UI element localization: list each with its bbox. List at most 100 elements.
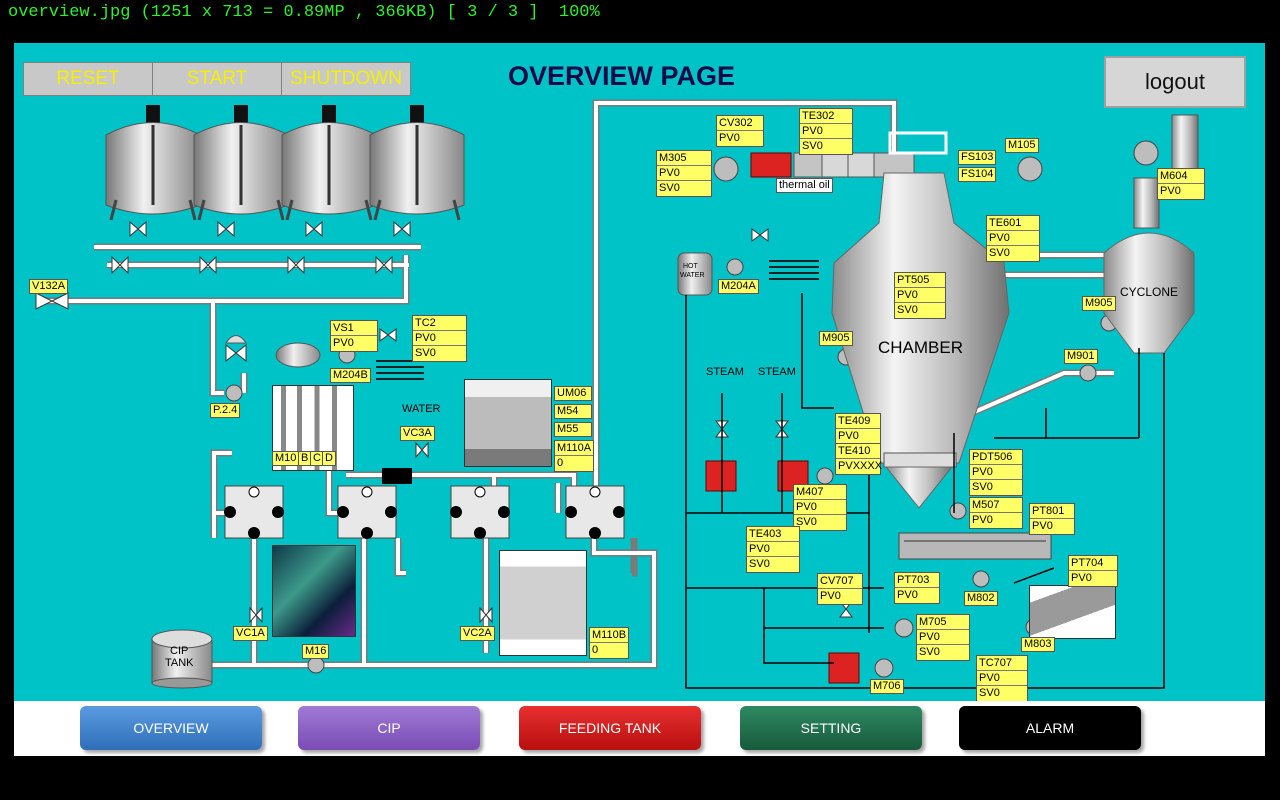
d-label: D <box>322 451 336 466</box>
m905-chamber-label: M905 <box>819 331 853 346</box>
m110b-box: M110B 0 <box>589 627 629 659</box>
pdt506-sv-label: SV <box>972 481 987 493</box>
te601-title: TE601 <box>987 216 1039 231</box>
m705-box: M705 PV0 SV0 <box>916 614 970 661</box>
vc2a-label: VC2A <box>460 626 495 641</box>
steam-2-label: STEAM <box>758 366 796 378</box>
uht-plant-photo <box>272 545 356 637</box>
te302-sv-label: SV <box>802 140 817 152</box>
m10-label: M10 <box>272 451 300 466</box>
cv707-pv-label: PV <box>820 590 835 602</box>
m105-label: M105 <box>1005 138 1039 153</box>
pt505-sv-label: SV <box>897 304 912 316</box>
te410-pv-value: XXXX <box>852 460 883 472</box>
m802-label: M802 <box>964 591 998 606</box>
cv302-pv-label: PV <box>719 132 734 144</box>
cv302-title: CV302 <box>717 116 763 131</box>
sifter-photo <box>1029 585 1116 639</box>
nav-cip-button[interactable]: CIP <box>298 706 480 750</box>
m305-box: M305 PV0 SV0 <box>656 150 712 197</box>
m507-pv-label: PV <box>972 514 987 526</box>
shutdown-button[interactable]: SHUTDOWN <box>281 62 411 96</box>
logout-button[interactable]: logout <box>1104 56 1246 108</box>
tc707-pv-value: 0 <box>993 672 1000 684</box>
chamber-label: CHAMBER <box>878 338 964 357</box>
p24-label: P.2.4 <box>210 403 241 418</box>
cv707-title: CV707 <box>818 574 862 589</box>
te403-sv-value: 0 <box>763 558 770 570</box>
te403-box: TE403 PV0 SV0 <box>746 526 800 573</box>
tc707-title: TC707 <box>977 656 1027 671</box>
pt505-sv-value: 0 <box>911 304 918 316</box>
m407-box: M407 PV0 SV0 <box>793 484 847 531</box>
te302-title: TE302 <box>800 109 852 124</box>
pt801-pv-value: 0 <box>1046 520 1053 532</box>
m407-title: M407 <box>794 485 846 500</box>
pt505-box: PT505 PV0 SV0 <box>894 272 946 319</box>
m305-pv-value: 0 <box>673 167 680 179</box>
m901-label: M901 <box>1064 349 1098 364</box>
pt703-pv-label: PV <box>897 589 912 601</box>
pt801-box: PT801 PV0 <box>1029 503 1075 535</box>
pt703-box: PT703 PV0 <box>894 572 940 604</box>
pt505-pv-value: 0 <box>911 289 918 301</box>
m305-title: M305 <box>657 151 711 166</box>
homogenizer-photo <box>464 379 552 467</box>
pt704-box: PT704 PV0 <box>1068 555 1118 587</box>
nav-alarm-button[interactable]: ALARM <box>959 706 1141 750</box>
m706-label: M706 <box>870 679 904 694</box>
pdt506-sv-value: 0 <box>986 481 993 493</box>
te302-sv-value: 0 <box>816 140 823 152</box>
vs1-title: VS1 <box>331 321 377 336</box>
m407-pv-label: PV <box>796 501 811 513</box>
homogenizer-b-photo <box>499 550 587 656</box>
m705-sv-label: SV <box>919 646 934 658</box>
start-button[interactable]: START <box>152 62 282 96</box>
te403-title: TE403 <box>747 527 799 542</box>
m110a-box: M110A 0 <box>554 440 594 472</box>
pdt506-pv-label: PV <box>972 466 987 478</box>
te403-pv-value: 0 <box>763 543 770 555</box>
vc3a-label: VC3A <box>400 426 435 441</box>
m110a-title: M110A <box>555 441 593 456</box>
pt704-pv-value: 0 <box>1085 572 1092 584</box>
pdt506-box: PDT506 PV0 SV0 <box>969 449 1023 496</box>
water-label: WATER <box>402 403 441 415</box>
m507-pv-value: 0 <box>986 514 993 526</box>
vc1a-label: VC1A <box>233 626 268 641</box>
m705-sv-value: 0 <box>933 646 940 658</box>
te601-sv-value: 0 <box>1003 247 1010 259</box>
m16-label: M16 <box>302 644 330 659</box>
te410-box: TE410 PVXXXX <box>835 443 883 475</box>
m604-box: M604 PV0 <box>1157 168 1205 200</box>
hmi-screen: RESET START SHUTDOWN OVERVIEW PAGE logou… <box>14 43 1265 756</box>
nav-overview-button[interactable]: OVERVIEW <box>80 706 262 750</box>
bottom-navigation: OVERVIEW CIP FEEDING TANK SETTING ALARM <box>14 701 1265 756</box>
cyclone-vessel <box>1103 114 1199 354</box>
cv707-pv-value: 0 <box>834 590 841 602</box>
m705-title: M705 <box>917 615 969 630</box>
pdt506-pv-value: 0 <box>986 466 993 478</box>
m905-cyclone-label: M905 <box>1082 296 1116 311</box>
nav-feeding-tank-button[interactable]: FEEDING TANK <box>519 706 701 750</box>
m204b-label: M204B <box>330 368 371 383</box>
m407-pv-value: 0 <box>810 501 817 513</box>
um06-label: UM06 <box>554 386 592 401</box>
m305-sv-label: SV <box>659 182 674 194</box>
reset-button[interactable]: RESET <box>23 62 153 96</box>
te410-pv-label: PV <box>838 460 853 472</box>
te410-title: TE410 <box>836 444 880 459</box>
tc707-pv-label: PV <box>979 672 994 684</box>
thermal-oil-label: thermal oil <box>776 178 833 193</box>
m407-sv-label: SV <box>796 516 811 528</box>
te409-title: TE409 <box>836 414 880 429</box>
nav-setting-button[interactable]: SETTING <box>740 706 922 750</box>
plate-exchangers <box>224 468 625 539</box>
m604-pv-label: PV <box>1160 185 1175 197</box>
te409-pv-label: PV <box>838 430 853 442</box>
te403-sv-label: SV <box>749 558 764 570</box>
vs1-pv-label: PV <box>333 337 348 349</box>
pt801-pv-label: PV <box>1032 520 1047 532</box>
cip-tank-label-1: CIP <box>170 645 189 657</box>
pt801-title: PT801 <box>1030 504 1074 519</box>
